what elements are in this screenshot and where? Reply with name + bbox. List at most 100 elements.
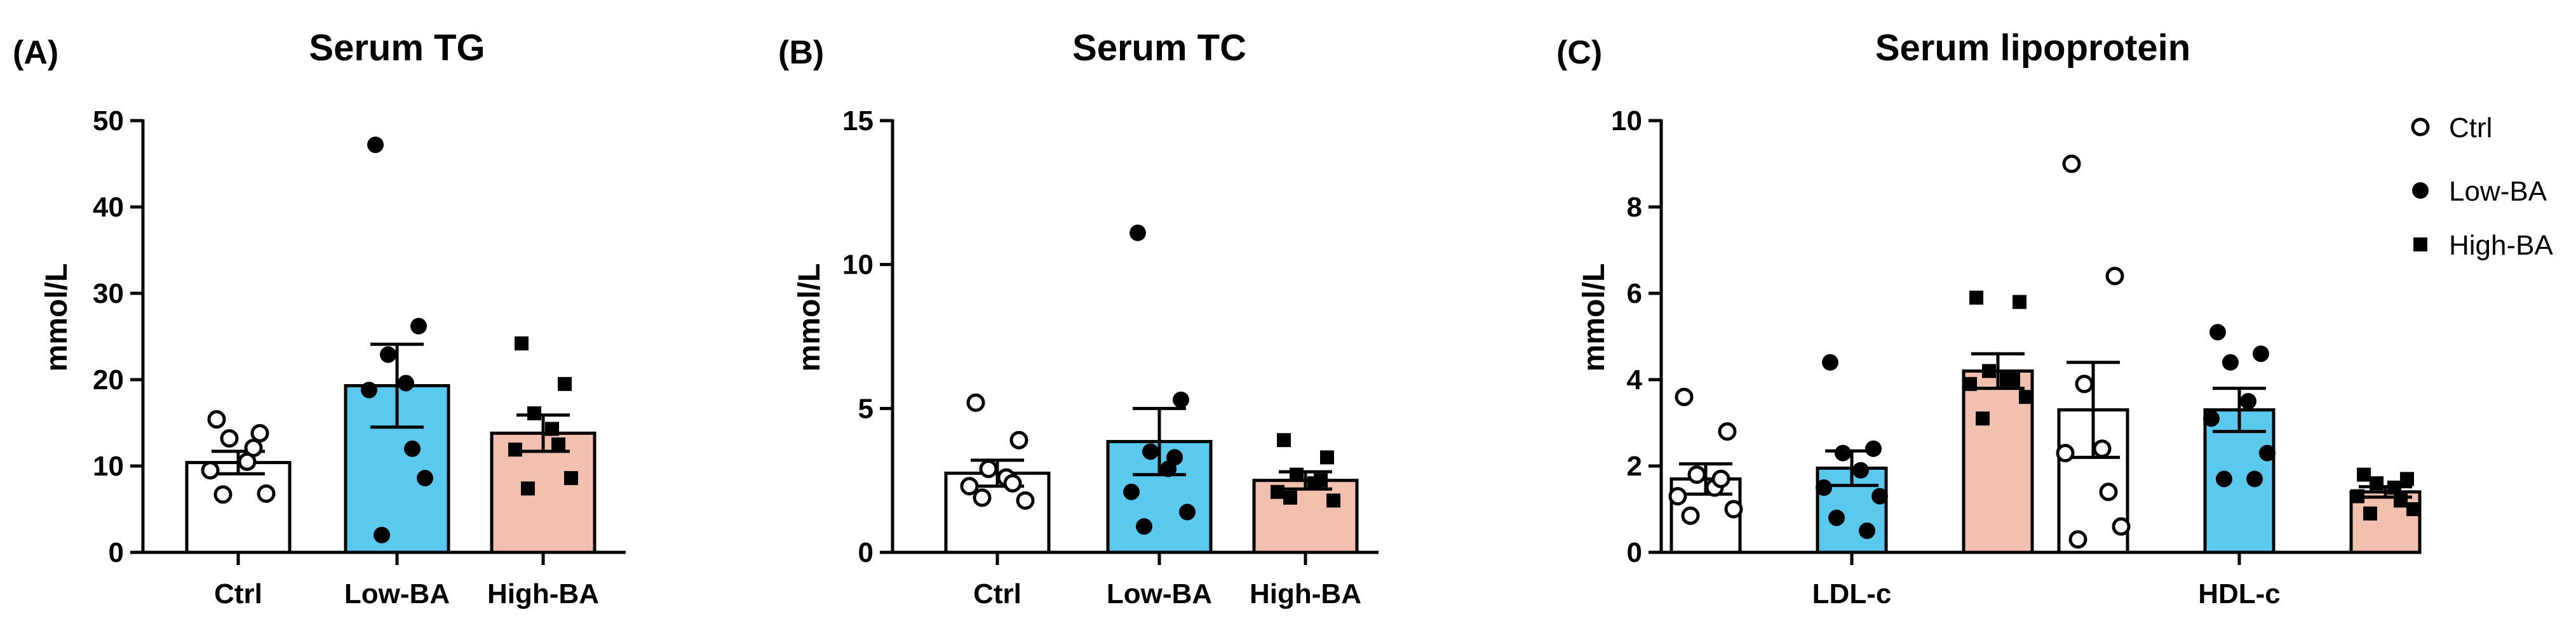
panel-c-ctrl-data-point bbox=[1718, 422, 1737, 441]
panel-c-low-ba-data-point bbox=[1816, 479, 1832, 496]
panel-c-high-ba-data-point bbox=[2406, 502, 2420, 516]
panel-a-data-point bbox=[374, 526, 390, 543]
panel-c-high-ba-data-point bbox=[2400, 472, 2414, 486]
panel-c-title: Serum lipoprotein bbox=[1875, 27, 2190, 69]
panel-a-data-point bbox=[207, 410, 226, 429]
panel-a-y-tick-label: 30 bbox=[93, 278, 124, 309]
panel-a-bar bbox=[185, 461, 292, 554]
panel-b-data-point bbox=[1271, 484, 1285, 499]
panel-a-data-point bbox=[250, 423, 269, 443]
panel-c-letter: (C) bbox=[1556, 34, 1602, 71]
panel-b-bar bbox=[1252, 479, 1359, 554]
panel-a-data-point bbox=[417, 470, 433, 487]
panel-a-data-point bbox=[527, 406, 541, 421]
panel-c-ctrl-data-point bbox=[2099, 483, 2118, 502]
panel-b-x-tick-label: Ctrl bbox=[973, 578, 1022, 609]
panel-a-y-tick-label: 40 bbox=[93, 192, 124, 223]
panel-a-data-point bbox=[201, 461, 220, 480]
panel-c-ctrl-data-point bbox=[2068, 530, 2087, 549]
panel-b-data-point bbox=[1136, 518, 1152, 535]
panel-a-data-point bbox=[213, 485, 233, 504]
legend-marker-ctrl bbox=[2411, 117, 2430, 137]
panel-c-y-axis-label: mmol/L bbox=[1577, 263, 1611, 372]
panel-b-data-point bbox=[1290, 467, 1304, 482]
panel-a-data-point bbox=[404, 440, 421, 457]
panel-c-high-ba-data-point bbox=[2357, 467, 2371, 482]
panel-a-data-point bbox=[380, 346, 396, 363]
panel-c-high-ba-data-point bbox=[1963, 376, 1977, 391]
panel-c-high-ba-data-point bbox=[1982, 364, 1996, 378]
panel-c-ctrl-data-point bbox=[1687, 465, 1706, 484]
panel-c-high-ba-data-point bbox=[1976, 411, 1990, 426]
panel-b-data-point bbox=[1277, 433, 1291, 448]
panel-b-data-point bbox=[979, 460, 998, 479]
panel-a-data-point bbox=[361, 382, 377, 399]
panel-c-ctrl-data-point bbox=[2062, 154, 2081, 173]
panel-a-data-point bbox=[367, 137, 384, 154]
panel-c-low-ba-data-point bbox=[2253, 345, 2269, 363]
panel-b-data-point bbox=[973, 488, 992, 507]
panel-b-y-tick-label: 10 bbox=[842, 250, 873, 281]
panel-b-y-tick-label: 5 bbox=[858, 393, 873, 424]
panel-c-ctrl-data-point bbox=[1668, 487, 1687, 506]
panel-a-y-tick-label: 10 bbox=[93, 451, 124, 482]
panel-a-data-point bbox=[515, 336, 529, 350]
panel-c-high-ba-data-point bbox=[2387, 481, 2401, 495]
panel-c-low-ba-data-point bbox=[1871, 488, 1888, 505]
panel-b-y-axis-label: mmol/L bbox=[793, 263, 826, 372]
panel-a-letter: (A) bbox=[13, 34, 58, 71]
panel-b-data-point bbox=[1320, 450, 1334, 465]
panel-a-data-point bbox=[545, 422, 559, 436]
panel-a-x-tick-label: High-BA bbox=[487, 578, 599, 609]
panel-a-y-axis-label: mmol/L bbox=[40, 263, 74, 372]
panel-c-high-ba-data-point bbox=[2019, 390, 2033, 404]
panel-c-ctrl-data-point bbox=[2093, 439, 2112, 458]
panel-b-data-point bbox=[1173, 391, 1189, 408]
panel-b-y-tick-label: 0 bbox=[858, 537, 873, 568]
panel-c-y-tick-label: 8 bbox=[1627, 192, 1642, 223]
panel-c-ctrl-data-point bbox=[1711, 469, 1730, 488]
panel-a-data-point bbox=[398, 375, 414, 392]
panel-c-high-ba-data-point bbox=[2363, 506, 2377, 521]
panel-c-ctrl-data-point bbox=[2105, 267, 2124, 286]
panel-a-title: Serum TG bbox=[309, 27, 485, 69]
panel-c-ctrl-data-point bbox=[2112, 517, 2131, 536]
panel-a-y-tick-label: 50 bbox=[93, 105, 124, 137]
panel-c-serum-lipoprotein: (C) Serum lipoprotein mmol/L 0246810LDL-… bbox=[1556, 27, 2553, 609]
panel-c-low-ba-data-point bbox=[2203, 410, 2220, 427]
panel-b-title: Serum TC bbox=[1072, 27, 1246, 69]
panel-c-high-ba-data-point bbox=[1969, 290, 1983, 305]
panel-b-data-point bbox=[1179, 503, 1196, 521]
panel-c-high-ba-bar bbox=[1962, 369, 2034, 554]
panel-c-low-ba-data-point bbox=[1828, 509, 1845, 526]
panel-c-high-ba-data-point bbox=[2394, 493, 2408, 508]
panel-b-data-point bbox=[1166, 449, 1183, 466]
panel-b-data-point bbox=[1326, 493, 1340, 508]
panel-a-y-tick-label: 20 bbox=[93, 364, 124, 396]
panel-b-data-point bbox=[1142, 443, 1159, 460]
panel-b-data-point bbox=[1123, 483, 1140, 500]
panel-c-low-ba-data-point bbox=[1822, 354, 1838, 371]
panel-a-data-point bbox=[558, 376, 572, 391]
panel-c-low-ba-data-point bbox=[1852, 462, 1869, 479]
panel-b-y-tick-label: 15 bbox=[842, 105, 873, 137]
panel-c-y-tick-label: 4 bbox=[1627, 364, 1643, 396]
panel-b-data-point bbox=[1003, 474, 1022, 493]
panel-c-high-ba-data-point bbox=[2006, 373, 2020, 387]
panel-a-data-point bbox=[244, 438, 263, 457]
panel-a-data-point bbox=[220, 429, 239, 448]
panel-a-x-tick-label: Low-BA bbox=[344, 578, 450, 609]
panel-a-x-tick-label: Ctrl bbox=[214, 578, 262, 609]
panel-b-data-point bbox=[1314, 473, 1328, 488]
panel-c-ctrl-data-point bbox=[1724, 500, 1743, 519]
panel-c-low-ba-data-point bbox=[1859, 523, 1875, 539]
panel-c-x-tick-label: HDL-c bbox=[2198, 578, 2281, 609]
panel-c-low-ba-data-point bbox=[1835, 444, 1851, 462]
panel-c-low-ba-data-point bbox=[2259, 444, 2276, 462]
panel-c-ctrl-data-point bbox=[1681, 506, 1700, 525]
panel-c-high-ba-data-point bbox=[2370, 476, 2384, 491]
panel-c-y-tick-label: 2 bbox=[1627, 451, 1642, 482]
